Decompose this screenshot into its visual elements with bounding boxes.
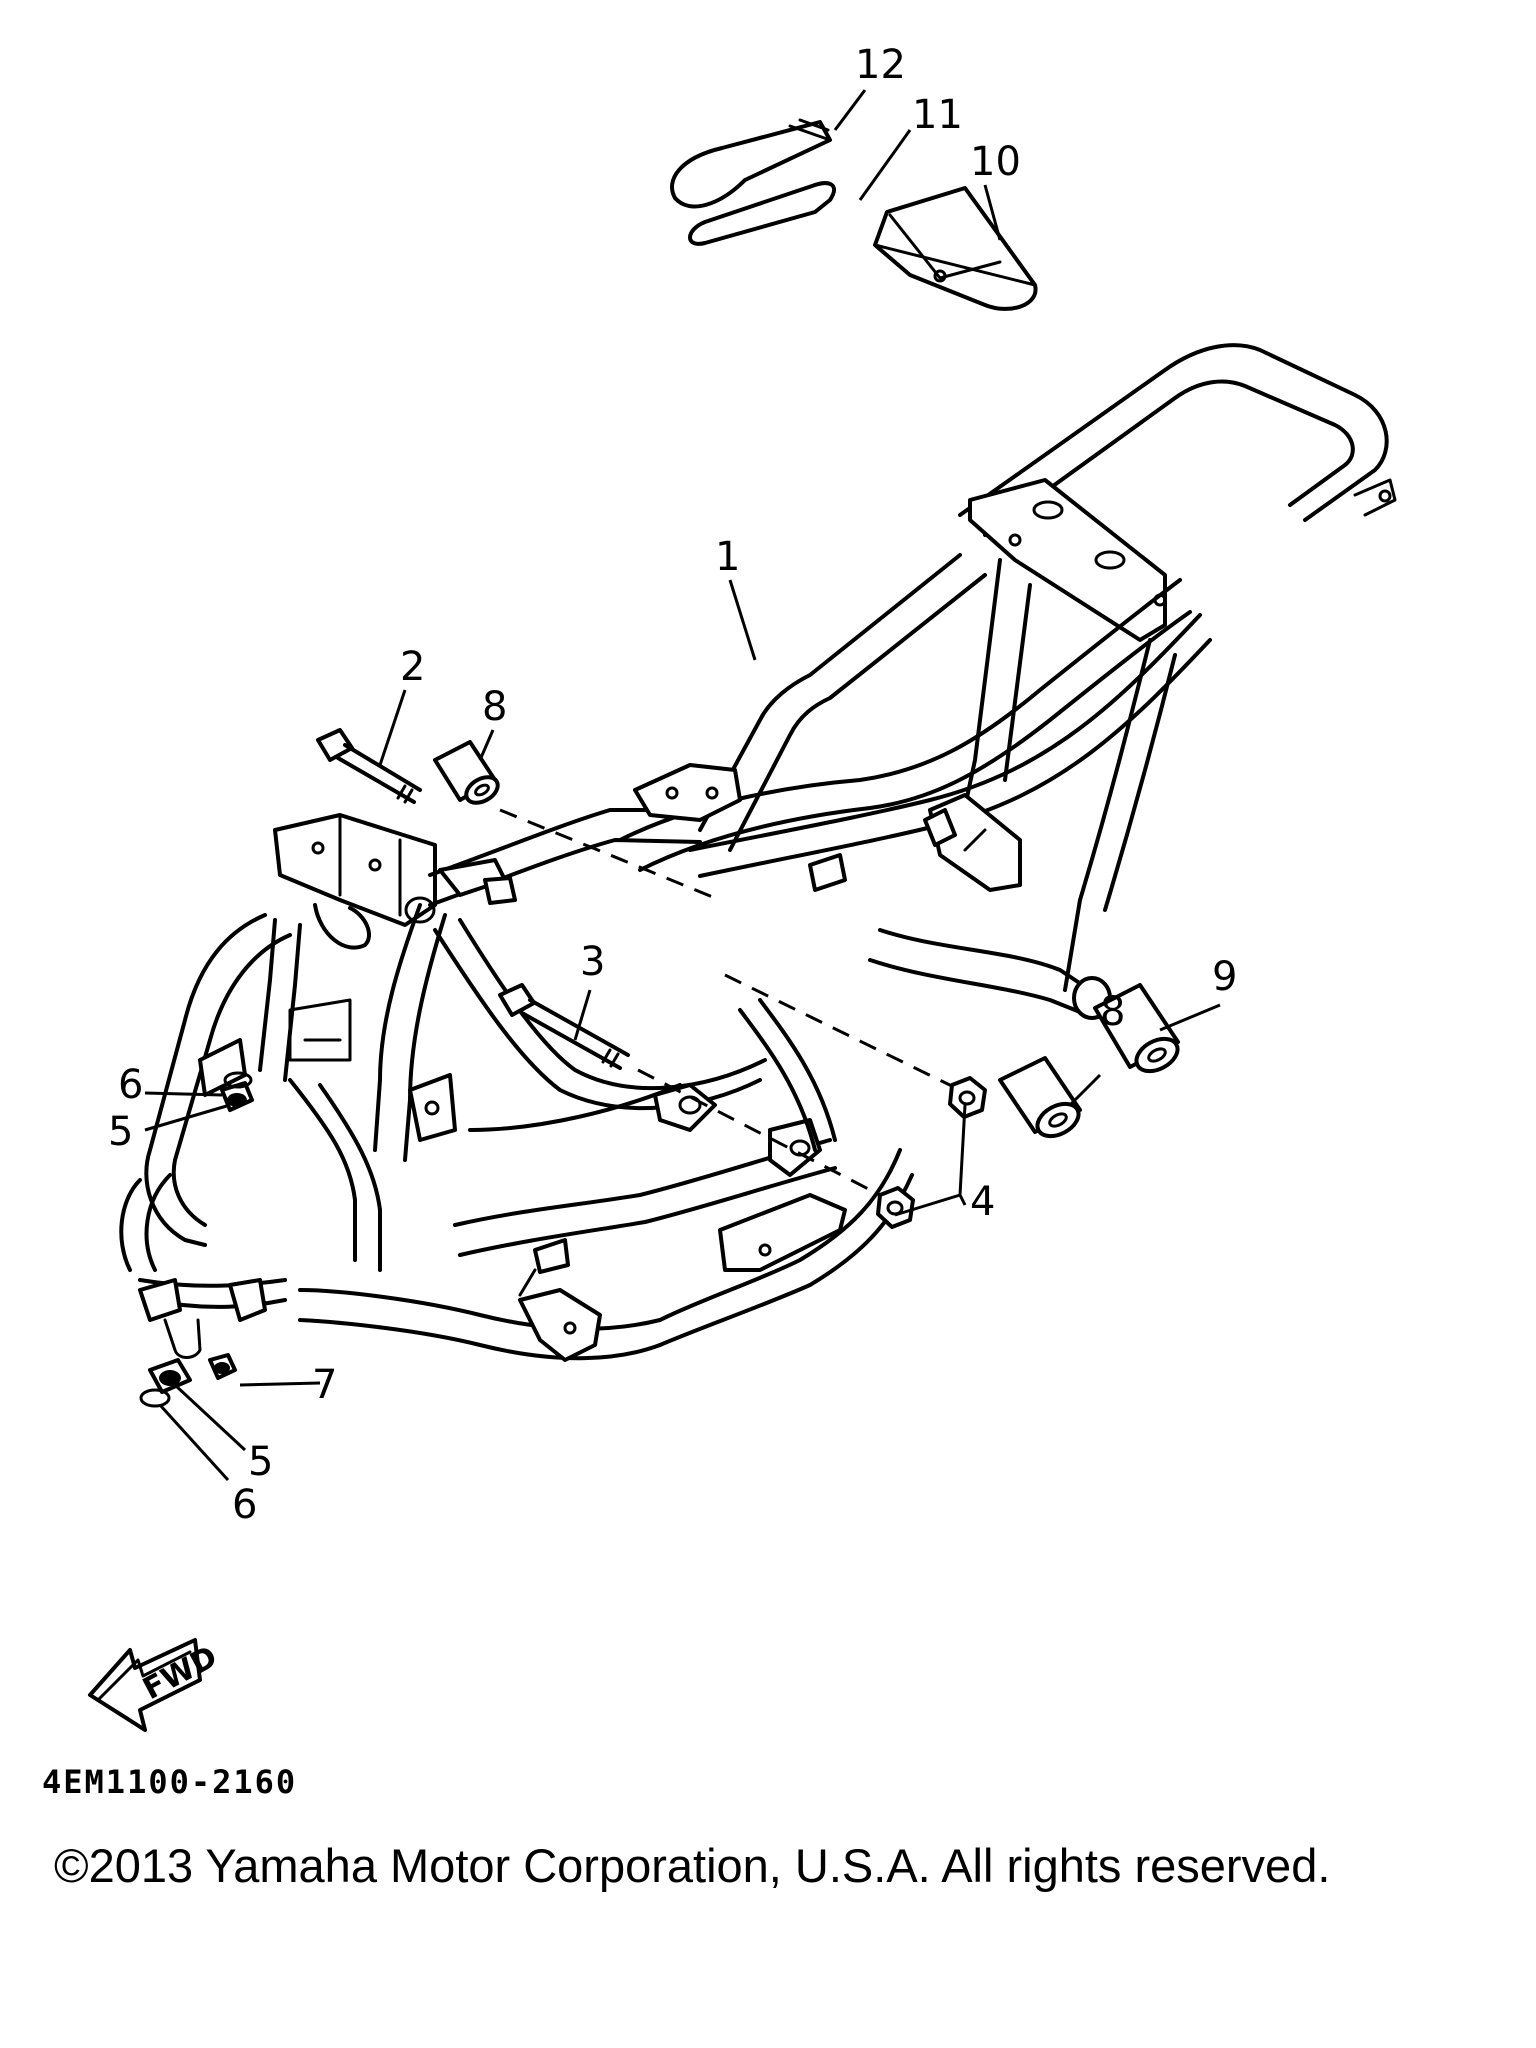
callout-6-upper: 6 — [118, 1062, 143, 1108]
main-frame-part-1 — [119, 343, 1397, 1362]
callout-10: 10 — [970, 139, 1021, 185]
washer-part-6-lower — [139, 1388, 171, 1408]
callout-12: 12 — [855, 42, 906, 88]
bolt-axis-mid — [724, 973, 961, 1092]
callout-3: 3 — [580, 939, 605, 985]
collar-part-8-upper — [433, 740, 500, 805]
callout-5-lower: 5 — [248, 1439, 273, 1485]
bolt-part-7 — [208, 1353, 237, 1380]
callout-2: 2 — [400, 644, 425, 690]
bolt-part-3 — [498, 983, 630, 1070]
callout-6-lower: 6 — [232, 1482, 257, 1528]
strip-part-11 — [688, 181, 836, 246]
bolt-axis-2 — [499, 808, 721, 902]
callout-5-upper: 5 — [108, 1109, 133, 1155]
label-part-12 — [670, 118, 832, 209]
drawing-code: 4EM1100-2160 — [42, 1763, 298, 1801]
forward-direction-arrow: FWD — [88, 1638, 223, 1732]
nut-part-4-lower — [876, 1186, 915, 1229]
callout-labels: 12 11 10 1 2 8 3 9 8 4 6 5 7 5 6 — [108, 42, 1237, 1528]
callout-8-upper: 8 — [482, 684, 507, 730]
callout-8-lower: 8 — [1100, 989, 1125, 1035]
callout-4: 4 — [970, 1179, 995, 1225]
bolt-part-2 — [316, 728, 422, 804]
grommet-part-5-lower — [148, 1358, 192, 1394]
nut-part-4-upper — [948, 1076, 987, 1119]
callout-9: 9 — [1212, 954, 1237, 1000]
leader-lines — [144, 89, 1221, 1482]
bolt-axis-3 — [637, 1068, 881, 1197]
pouch-part-10 — [873, 186, 1038, 311]
copyright-notice: ©2013 Yamaha Motor Corporation, U.S.A. A… — [54, 1839, 1331, 1892]
washer-part-6-upper — [223, 1071, 253, 1089]
grommet-part-5-upper — [220, 1081, 254, 1112]
callout-11: 11 — [912, 92, 963, 138]
callout-1: 1 — [715, 534, 740, 580]
callout-7: 7 — [312, 1362, 337, 1408]
collar-part-9 — [1093, 983, 1180, 1074]
collar-part-8-lower — [998, 1056, 1082, 1139]
